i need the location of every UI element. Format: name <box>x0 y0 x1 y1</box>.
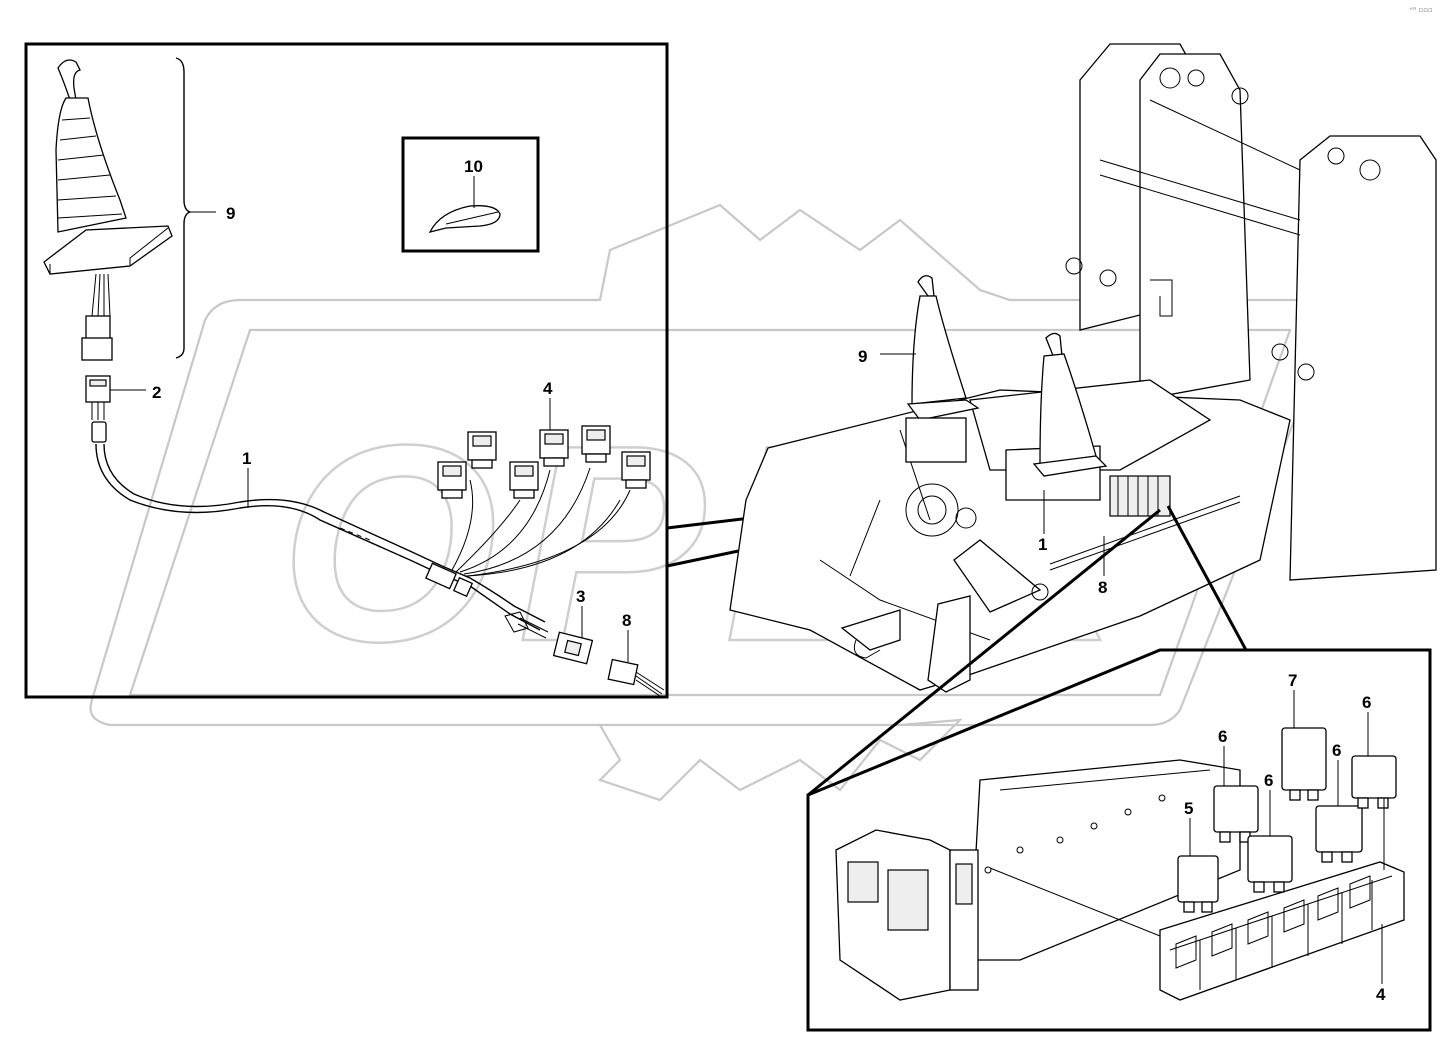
callout-4-inset: 4 <box>543 379 553 398</box>
callout-6-d: 6 <box>1362 693 1371 712</box>
left-inset-frame <box>24 42 669 699</box>
relay-6-b <box>1247 835 1293 893</box>
callout-4-relays: 4 <box>1376 985 1386 1004</box>
callout-6-b: 6 <box>1264 771 1273 790</box>
callout-7: 7 <box>1288 671 1297 690</box>
connector-plug-part <box>85 375 111 443</box>
callout-1-main: 1 <box>1038 535 1047 554</box>
relay-6-a <box>1213 785 1259 843</box>
callout-bracket-9 <box>175 57 193 359</box>
callout-8-inset: 8 <box>622 611 631 630</box>
connector-8-part <box>607 658 665 697</box>
main-joystick-left <box>905 275 980 463</box>
callout-10: 10 <box>464 157 483 176</box>
relay-sockets-part <box>437 425 651 499</box>
zoom-line-relay-right <box>1166 505 1248 651</box>
relay-6-c <box>1315 805 1363 863</box>
callout-9-inset: 9 <box>226 204 235 223</box>
callout-5: 5 <box>1184 799 1193 818</box>
cable-tie-part <box>428 205 501 233</box>
zoom-line-relay-left <box>807 508 1161 797</box>
relay-bracket-drawing <box>835 759 1405 1001</box>
cable-tie-frame <box>401 136 540 253</box>
relay-inset-frame <box>806 648 1432 1032</box>
main-joystick-right <box>1032 332 1108 477</box>
machine-frame-drawing <box>729 43 1437 693</box>
callout-8-main: 8 <box>1098 578 1107 597</box>
callout-3: 3 <box>576 587 585 606</box>
wire-harness-part <box>95 443 631 639</box>
relay-7 <box>1281 727 1327 801</box>
relay-5 <box>1177 855 1219 913</box>
callout-6-a: 6 <box>1218 727 1227 746</box>
relay-6-d <box>1351 755 1397 809</box>
callout-2: 2 <box>152 383 161 402</box>
connector-3-part <box>552 631 594 665</box>
callout-1-inset: 1 <box>242 449 251 468</box>
callout-9-main: 9 <box>858 347 867 366</box>
joystick-part <box>43 59 173 361</box>
callout-6-c: 6 <box>1332 741 1341 760</box>
corner-mark: ᵉᴳ ▫▫▫ <box>1410 6 1433 14</box>
